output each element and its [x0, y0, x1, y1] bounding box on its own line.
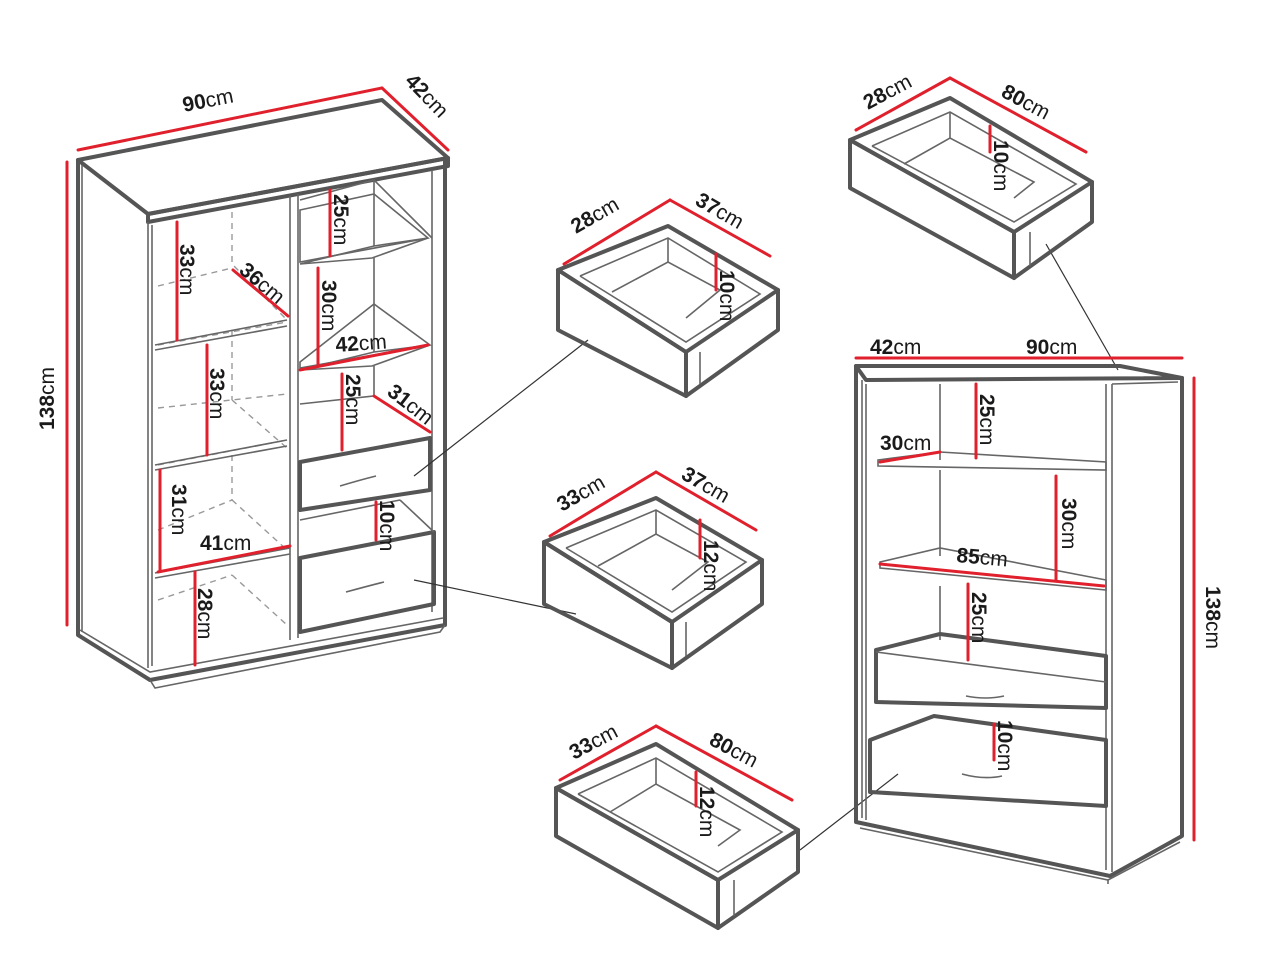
drawer-3-height-label: 12cm — [695, 786, 718, 837]
lower-left-label: 31cm — [167, 484, 190, 535]
drawer-1-height-label: 10cm — [715, 270, 738, 321]
right-mid-shelf-width-label: 85cm — [956, 544, 1009, 571]
upper-left-depth-label: 36cm — [235, 258, 289, 309]
drawer-3: 33cm 80cm 12cm — [554, 720, 800, 930]
right-mid-label: 30cm — [317, 280, 340, 331]
right-mid-width-label: 42cm — [335, 330, 388, 357]
drawer-4-depth-label: 28cm — [860, 70, 916, 114]
drawer-2: 33cm 37cm 12cm — [542, 462, 764, 670]
middle-left-label: 33cm — [205, 368, 228, 419]
right-low-depth-label: 31cm — [383, 380, 438, 430]
left-height-label: 138cm — [36, 367, 59, 430]
drawer-3-width-label: 80cm — [706, 728, 762, 772]
right-mid-shelf-label: 30cm — [1057, 498, 1080, 549]
right-drawer-gap-label: 10cm — [993, 720, 1016, 771]
drawer-2-depth-label: 33cm — [553, 471, 609, 517]
bottom-left-label: 28cm — [193, 588, 216, 639]
right-drawer-gap-label: 10cm — [375, 500, 398, 551]
right-top-label: 25cm — [329, 194, 352, 245]
right-low-label: 25cm — [341, 374, 364, 425]
left-width-label: 90cm — [181, 85, 236, 117]
leader-drawer-1 — [413, 339, 589, 477]
leader-drawer-4 — [1045, 243, 1119, 371]
right-height-label: 138cm — [1201, 586, 1224, 649]
right-low-shelf-label: 25cm — [967, 592, 990, 643]
drawer-4-height-label: 10cm — [989, 140, 1012, 191]
lower-left-width-label: 41cm — [200, 532, 251, 555]
right-width-label: 90cm — [1026, 336, 1077, 359]
right-top-shelf-label: 25cm — [975, 394, 998, 445]
right-depth-label: 42cm — [870, 336, 921, 359]
drawer-2-height-label: 12cm — [699, 540, 722, 591]
drawer-3-depth-label: 33cm — [566, 720, 622, 764]
drawer-1-depth-label: 28cm — [567, 193, 623, 239]
right-top-shelf-depth-label: 30cm — [880, 432, 931, 455]
drawer-4: 28cm 80cm 10cm — [848, 70, 1094, 280]
right-cabinet: 42cm 90cm 138cm 25cm 30cm 30cm 85cm 25cm… — [854, 336, 1224, 884]
upper-left-label: 33cm — [175, 244, 198, 295]
leader-drawer-3 — [799, 773, 899, 851]
drawer-1: 28cm 37cm 10cm — [556, 188, 780, 398]
left-cabinet: 90cm 42cm 138cm 33cm 36cm 33cm 31cm 41cm… — [36, 69, 453, 689]
